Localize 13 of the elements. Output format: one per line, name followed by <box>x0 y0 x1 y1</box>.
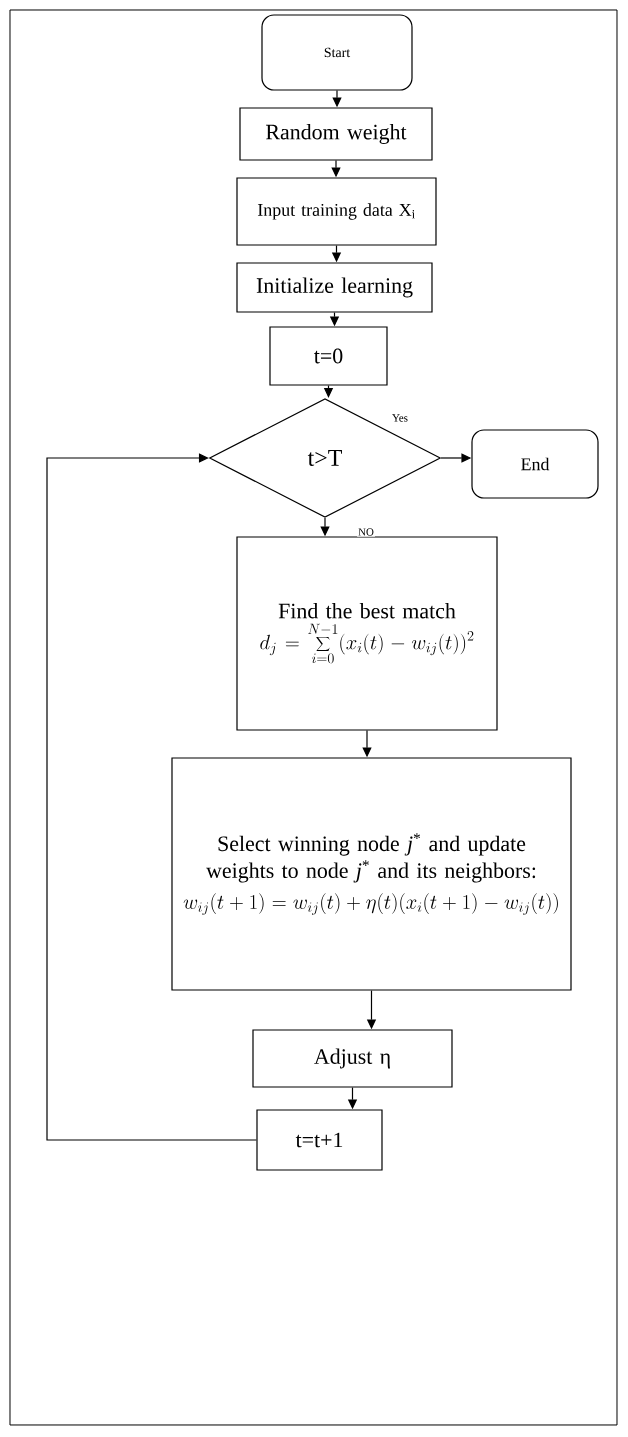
terminal-box: Start <box>261 14 413 91</box>
process-box: t=0 <box>269 326 388 386</box>
terminal-box: End <box>471 429 599 499</box>
arrow <box>46 453 257 1141</box>
edge-label: Yes <box>391 413 409 423</box>
process-box: Input training data X$_{i}$ <box>236 177 437 246</box>
process-box: Find the best match $d_{j}=\sum_{i=0}^{N-1}(x_{i}(t)-w_{ij}(t))^{2}$ <box>236 536 498 731</box>
edge-label: NO <box>357 527 375 537</box>
process-box: Random weight <box>239 107 433 161</box>
process-box: Adjust η <box>252 1029 453 1088</box>
process-box: Initialize learning <box>236 262 433 313</box>
process-box: t=t+1 <box>256 1109 383 1171</box>
process-box: Select winning node j$^{*}$ and update weights to node j$^{*}$ and its neighbors: $w_{ij}(t+1)=w_{ij}(t)+\eta(t)(x_{i}(t+1)-w_{ij}(t))$ <box>171 757 572 991</box>
